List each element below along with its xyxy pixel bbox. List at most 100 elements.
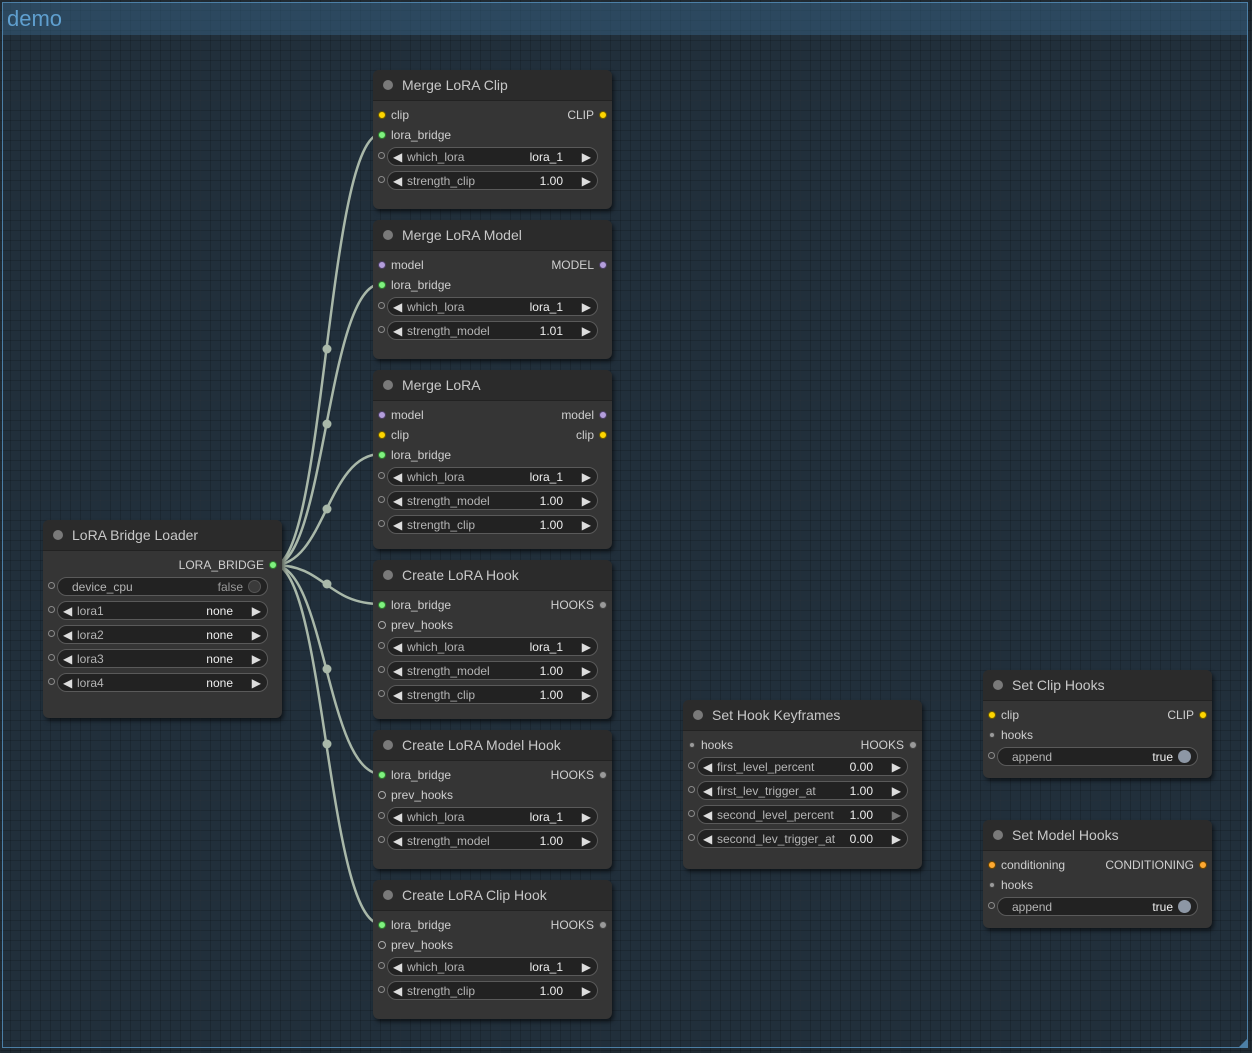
arrow-left-icon[interactable]: ◀ — [63, 604, 73, 618]
arrow-left-icon[interactable]: ◀ — [393, 518, 403, 532]
model-input-dot-icon[interactable] — [378, 411, 386, 419]
prev-hooks-input-dot-icon[interactable] — [378, 941, 386, 949]
widget-input-dot-icon[interactable] — [688, 834, 695, 841]
collapse-dot-icon[interactable] — [383, 230, 393, 240]
strength-model-number[interactable]: ◀ strength_model 1.01 ▶ — [387, 321, 598, 340]
which-lora-combo[interactable]: ◀ which_lora lora_1 ▶ — [387, 957, 598, 976]
arrow-right-icon[interactable]: ▶ — [581, 174, 591, 188]
arrow-left-icon[interactable]: ◀ — [703, 808, 713, 822]
widget-input-dot-icon[interactable] — [378, 176, 385, 183]
collapse-dot-icon[interactable] — [993, 680, 1003, 690]
arrow-left-icon[interactable]: ◀ — [393, 640, 403, 654]
arrow-right-icon[interactable]: ▶ — [581, 984, 591, 998]
widget-input-dot-icon[interactable] — [688, 762, 695, 769]
strength-model-number[interactable]: ◀ strength_model 1.00 ▶ — [387, 491, 598, 510]
arrow-right-icon[interactable]: ▶ — [581, 300, 591, 314]
which-lora-combo[interactable]: ◀ which_lora lora_1 ▶ — [387, 297, 598, 316]
arrow-left-icon[interactable]: ◀ — [393, 494, 403, 508]
node-create-lora-hook[interactable]: Create LoRA Hook lora_bridge HOOKS prev_… — [373, 560, 612, 719]
hooks-input-dot-icon[interactable] — [689, 742, 695, 748]
arrow-left-icon[interactable]: ◀ — [393, 664, 403, 678]
node-merge-lora[interactable]: Merge LoRA model model clip clip lora_br… — [373, 370, 612, 549]
second-lev-trigger-at-number[interactable]: ◀ second_lev_trigger_at 0.00 ▶ — [697, 829, 908, 848]
node-title-bar[interactable]: Set Model Hooks — [983, 820, 1212, 851]
append-toggle[interactable]: append true — [997, 747, 1198, 766]
toggle-knob-icon[interactable] — [1178, 750, 1191, 763]
prev-hooks-input-dot-icon[interactable] — [378, 791, 386, 799]
widget-input-dot-icon[interactable] — [378, 520, 385, 527]
arrow-right-icon[interactable]: ▶ — [251, 652, 261, 666]
widget-input-dot-icon[interactable] — [378, 962, 385, 969]
collapse-dot-icon[interactable] — [693, 710, 703, 720]
hooks-output-dot-icon[interactable] — [599, 921, 607, 929]
arrow-left-icon[interactable]: ◀ — [393, 300, 403, 314]
hooks-input-dot-icon[interactable] — [989, 882, 995, 888]
widget-input-dot-icon[interactable] — [378, 152, 385, 159]
arrow-left-icon[interactable]: ◀ — [393, 470, 403, 484]
arrow-left-icon[interactable]: ◀ — [393, 960, 403, 974]
arrow-left-icon[interactable]: ◀ — [63, 652, 73, 666]
arrow-left-icon[interactable]: ◀ — [703, 760, 713, 774]
arrow-right-icon[interactable]: ▶ — [251, 628, 261, 642]
clip-input-dot-icon[interactable] — [988, 711, 996, 719]
node-set-hook-keyframes[interactable]: Set Hook Keyframes hooks HOOKS ◀ first_l… — [683, 700, 922, 869]
node-title-bar[interactable]: Create LoRA Clip Hook — [373, 880, 612, 911]
strength-clip-number[interactable]: ◀ strength_clip 1.00 ▶ — [387, 685, 598, 704]
node-merge-lora-model[interactable]: Merge LoRA Model model MODEL lora_bridge… — [373, 220, 612, 359]
arrow-left-icon[interactable]: ◀ — [393, 834, 403, 848]
arrow-left-icon[interactable]: ◀ — [703, 832, 713, 846]
arrow-right-icon[interactable]: ▶ — [581, 664, 591, 678]
widget-input-dot-icon[interactable] — [378, 690, 385, 697]
arrow-left-icon[interactable]: ◀ — [393, 688, 403, 702]
model-output-dot-icon[interactable] — [599, 261, 607, 269]
clip-output-dot-icon[interactable] — [599, 431, 607, 439]
arrow-right-icon[interactable]: ▶ — [251, 676, 261, 690]
model-output-dot-icon[interactable] — [599, 411, 607, 419]
widget-input-dot-icon[interactable] — [988, 752, 995, 759]
lora-bridge-input-dot-icon[interactable] — [378, 281, 386, 289]
model-input-dot-icon[interactable] — [378, 261, 386, 269]
arrow-right-icon[interactable]: ▶ — [581, 688, 591, 702]
lora-bridge-input-dot-icon[interactable] — [378, 921, 386, 929]
node-set-model-hooks[interactable]: Set Model Hooks conditioning CONDITIONIN… — [983, 820, 1212, 928]
arrow-left-icon[interactable]: ◀ — [63, 628, 73, 642]
clip-output-dot-icon[interactable] — [1199, 711, 1207, 719]
hooks-output-dot-icon[interactable] — [909, 741, 917, 749]
lora-bridge-input-dot-icon[interactable] — [378, 771, 386, 779]
strength-clip-number[interactable]: ◀ strength_clip 1.00 ▶ — [387, 171, 598, 190]
widget-input-dot-icon[interactable] — [688, 786, 695, 793]
arrow-right-icon[interactable]: ▶ — [581, 150, 591, 164]
widget-input-dot-icon[interactable] — [988, 902, 995, 909]
node-merge-lora-clip[interactable]: Merge LoRA Clip clip CLIP lora_bridge ◀ … — [373, 70, 612, 209]
first-level-percent-number[interactable]: ◀ first_level_percent 0.00 ▶ — [697, 757, 908, 776]
arrow-right-icon[interactable]: ▶ — [891, 832, 901, 846]
group-resize-handle[interactable] — [1239, 1039, 1247, 1047]
hooks-input-dot-icon[interactable] — [989, 732, 995, 738]
toggle-knob-icon[interactable] — [1178, 900, 1191, 913]
second-level-percent-number[interactable]: ◀ second_level_percent 1.00 ▶ — [697, 805, 908, 824]
lora-bridge-input-dot-icon[interactable] — [378, 131, 386, 139]
clip-input-dot-icon[interactable] — [378, 431, 386, 439]
collapse-dot-icon[interactable] — [993, 830, 1003, 840]
collapse-dot-icon[interactable] — [383, 380, 393, 390]
device-cpu-toggle[interactable]: device_cpu false — [57, 577, 268, 596]
arrow-right-icon[interactable]: ▶ — [581, 960, 591, 974]
arrow-left-icon[interactable]: ◀ — [393, 984, 403, 998]
arrow-right-icon[interactable]: ▶ — [581, 470, 591, 484]
lora2-combo[interactable]: ◀ lora2 none ▶ — [57, 625, 268, 644]
strength-clip-number[interactable]: ◀ strength_clip 1.00 ▶ — [387, 981, 598, 1000]
arrow-right-icon[interactable]: ▶ — [891, 760, 901, 774]
node-title-bar[interactable]: LoRA Bridge Loader — [43, 520, 282, 551]
clip-input-dot-icon[interactable] — [378, 111, 386, 119]
arrow-right-icon[interactable]: ▶ — [581, 834, 591, 848]
arrow-left-icon[interactable]: ◀ — [393, 150, 403, 164]
widget-input-dot-icon[interactable] — [378, 496, 385, 503]
hooks-output-dot-icon[interactable] — [599, 601, 607, 609]
node-title-bar[interactable]: Merge LoRA Model — [373, 220, 612, 251]
which-lora-combo[interactable]: ◀ which_lora lora_1 ▶ — [387, 147, 598, 166]
lora1-combo[interactable]: ◀ lora1 none ▶ — [57, 601, 268, 620]
widget-input-dot-icon[interactable] — [378, 302, 385, 309]
widget-input-dot-icon[interactable] — [688, 810, 695, 817]
widget-input-dot-icon[interactable] — [378, 666, 385, 673]
node-lora-bridge-loader[interactable]: LoRA Bridge Loader LORA_BRIDGE device_cp… — [43, 520, 282, 718]
